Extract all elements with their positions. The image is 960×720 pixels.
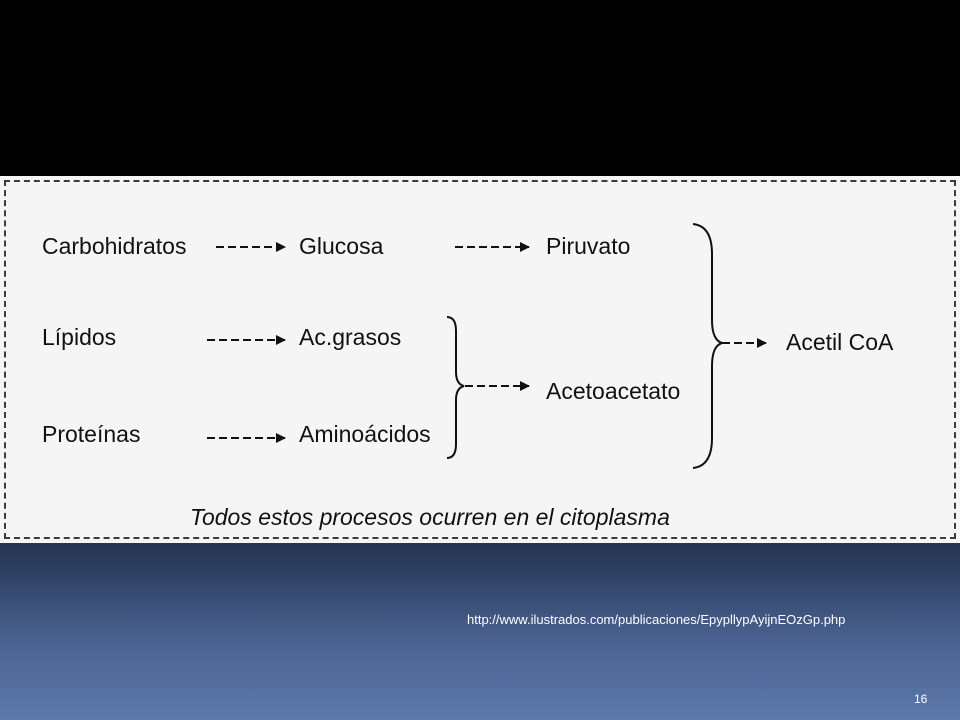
node-proteinas: Proteínas	[42, 421, 141, 447]
large-brace	[692, 223, 726, 469]
node-glucosa: Glucosa	[299, 233, 384, 259]
node-lipidos: Lípidos	[42, 324, 117, 350]
node-piruvato: Piruvato	[546, 233, 631, 259]
node-carbohidratos: Carbohidratos	[42, 233, 187, 259]
arrows-layer	[207, 223, 767, 469]
diagram-caption: Todos estos procesos ocurren en el citop…	[190, 504, 670, 530]
source-url[interactable]: http://www.ilustrados.com/publicaciones/…	[467, 612, 846, 627]
node-acgrasos: Ac.grasos	[299, 324, 402, 350]
small-brace	[446, 316, 465, 459]
pathway-diagram: Carbohidratos Glucosa Piruvato Lípidos A…	[0, 176, 960, 543]
dashed-border	[4, 180, 956, 539]
node-acetil-coa: Acetil CoA	[786, 329, 894, 355]
page-number: 16	[914, 692, 928, 706]
node-aminoacidos: Aminoácidos	[299, 421, 431, 447]
node-acetoacetato: Acetoacetato	[546, 378, 681, 404]
